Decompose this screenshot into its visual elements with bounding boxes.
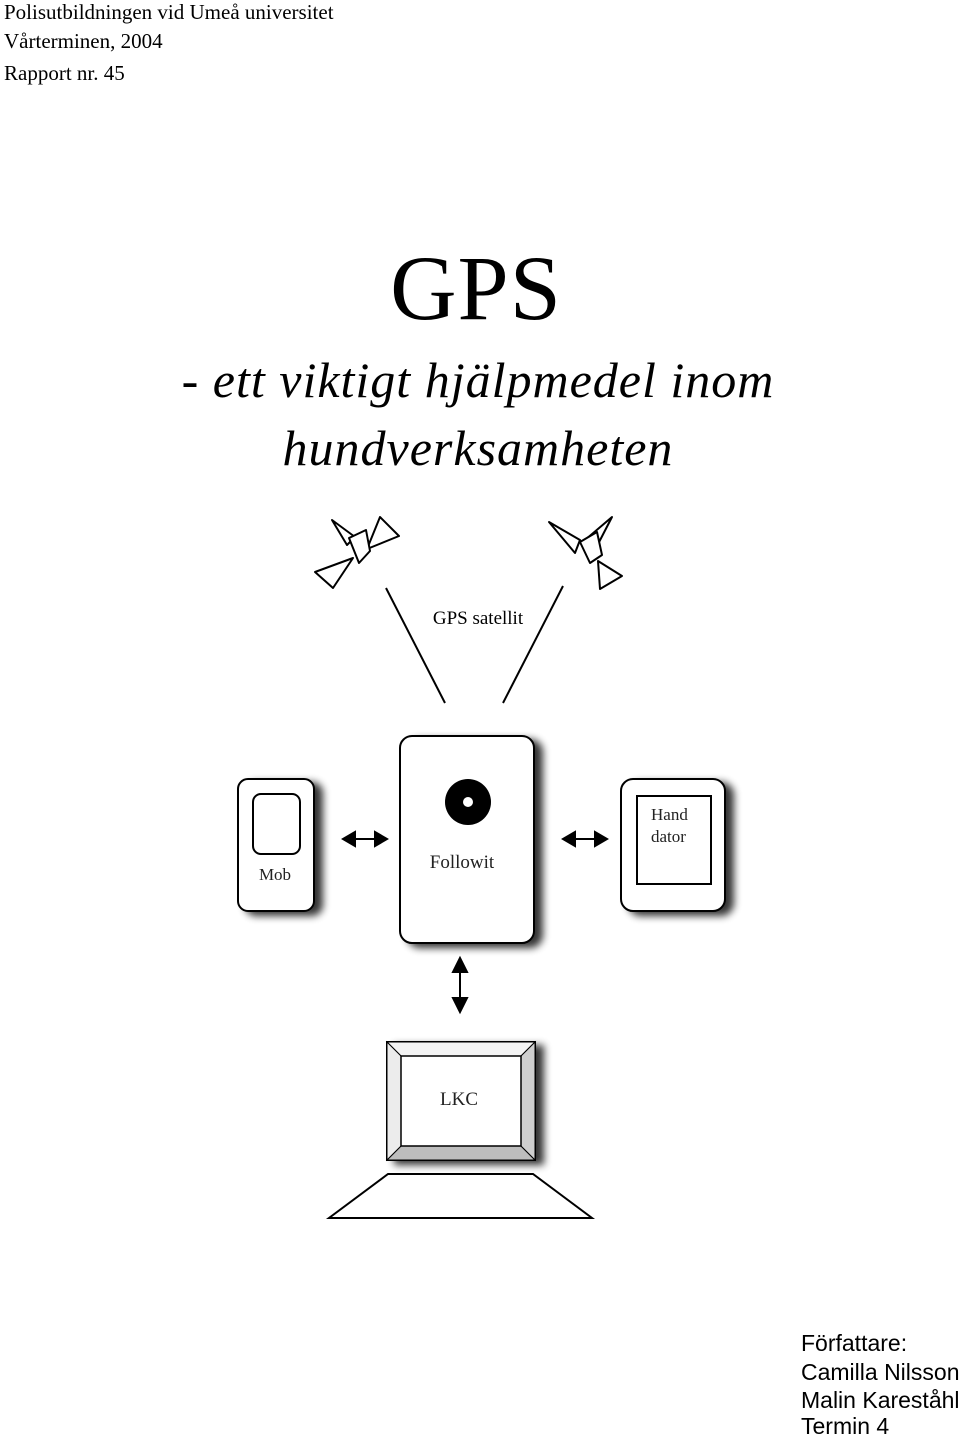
document-subtitle-line1: - ett viktigt hjälpmedel inom xyxy=(181,352,775,408)
followit-device: Followit xyxy=(399,735,535,944)
double-arrow-left-icon xyxy=(341,830,389,848)
authors-term: Termin 4 xyxy=(801,1413,890,1439)
header-institution: Polisutbildningen vid Umeå universitet xyxy=(4,0,334,24)
document-title: GPS xyxy=(390,237,562,339)
author-name-2: Malin Kareståhl xyxy=(801,1387,960,1413)
keyboard-base xyxy=(325,1173,596,1219)
author-name-1: Camilla Nilsson xyxy=(801,1359,960,1385)
header-report-number: Rapport nr. 45 xyxy=(4,61,125,85)
handdator-label-line1: Hand xyxy=(651,805,688,824)
followit-label: Followit xyxy=(430,852,495,873)
handheld-computer-device: Hand dator xyxy=(620,778,726,912)
lkc-label: LKC xyxy=(440,1089,478,1110)
handdator-label-line2: dator xyxy=(651,827,686,846)
satellite-label: GPS satellit xyxy=(433,608,524,629)
gps-system-diagram: GPS satellit Mob Followit Hand dator xyxy=(237,516,726,1219)
lkc-computer-monitor: LKC xyxy=(325,1040,596,1219)
satellite-left-icon xyxy=(314,516,400,589)
signal-line-right xyxy=(502,585,564,704)
satellite-right-icon xyxy=(548,516,623,590)
authors-heading: Författare: xyxy=(801,1330,908,1356)
double-arrow-vertical-icon xyxy=(451,955,469,1015)
mob-label: Mob xyxy=(259,865,291,884)
document-subtitle-line2: hundverksamheten xyxy=(282,420,674,476)
double-arrow-right-icon xyxy=(561,830,609,848)
header-term: Vårterminen, 2004 xyxy=(4,29,163,53)
mobile-phone-device: Mob xyxy=(237,778,315,912)
signal-line-left xyxy=(385,587,446,704)
